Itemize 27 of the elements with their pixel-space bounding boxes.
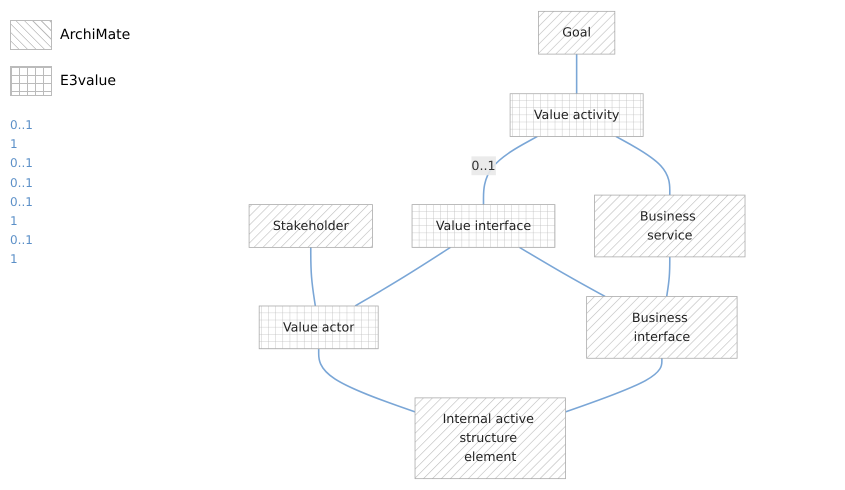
legend-label: E3value bbox=[60, 73, 116, 89]
multiplicity-label: 1 bbox=[10, 212, 19, 230]
multiplicity-label: 0..1 bbox=[10, 194, 34, 211]
connector bbox=[566, 358, 664, 413]
legend-label: ArchiMate bbox=[60, 27, 130, 43]
multiplicity-label: 1 bbox=[10, 136, 19, 154]
multiplicity-label: 1 bbox=[10, 251, 19, 268]
connector bbox=[355, 246, 452, 307]
connector bbox=[519, 246, 606, 298]
edge-label: 0..1 bbox=[472, 158, 496, 173]
connector bbox=[616, 136, 672, 196]
multiplicity-label: 0..1 bbox=[10, 117, 34, 134]
node-box: Business service bbox=[594, 194, 746, 258]
connector bbox=[576, 54, 578, 94]
connector bbox=[666, 256, 672, 297]
node-box: Value actor bbox=[259, 306, 380, 350]
multiplicity-label: 0..1 bbox=[10, 232, 34, 250]
node-box: Value activity bbox=[510, 93, 644, 137]
connector bbox=[318, 348, 416, 413]
multiplicity-label: 0..1 bbox=[10, 174, 34, 192]
node-box: Internal active structure element bbox=[415, 397, 566, 480]
node-box: Stakeholder bbox=[249, 204, 374, 248]
node-box: Goal bbox=[538, 10, 616, 54]
node-box: Business interface bbox=[586, 296, 738, 359]
multiplicity-label: 0..1 bbox=[10, 155, 34, 172]
connector bbox=[310, 247, 317, 306]
node-box: Value interface bbox=[412, 204, 556, 248]
